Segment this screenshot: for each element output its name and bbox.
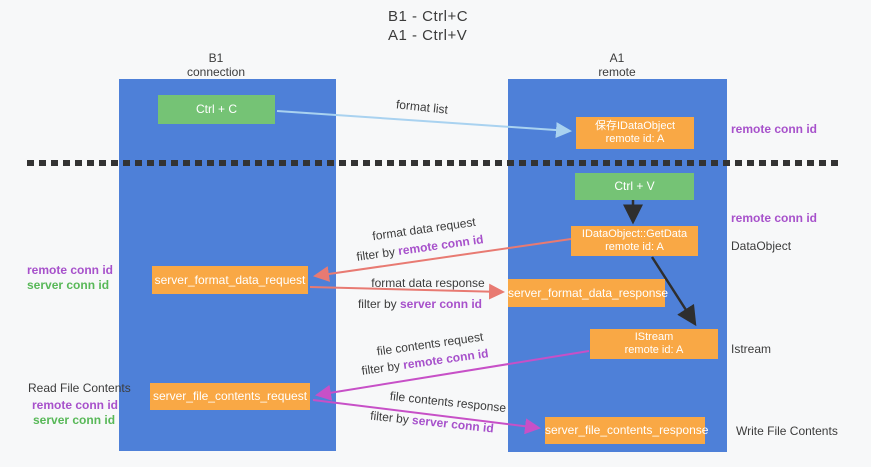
diagram-title: B1 - Ctrl+C A1 - Ctrl+V — [388, 7, 468, 45]
server-conn-id-text-2: server conn id — [399, 297, 483, 311]
server-format-data-request-node[interactable]: server_format_data_request — [152, 266, 308, 294]
getdata-node[interactable]: IDataObject::GetData remote id: A — [571, 226, 698, 256]
save-dataobject-line2: remote id: A — [605, 133, 665, 145]
format-data-response-annotation: format data response — [371, 276, 485, 290]
dataobject-label: DataObject — [731, 239, 792, 253]
column-header-b1: B1 connection — [166, 51, 266, 79]
server-file-contents-request-node[interactable]: server_file_contents_request — [150, 383, 310, 410]
getdata-line1: IDataObject::GetData — [581, 228, 688, 240]
read-file-contents-label: Read File Contents — [28, 381, 131, 395]
server-file-contents-request-label: server_file_contents_request — [152, 389, 308, 403]
istream-line1: IStream — [634, 331, 674, 343]
remote-conn-id-label-left-1: remote conn id — [27, 263, 114, 277]
server-conn-id-text-4: server conn id — [411, 412, 495, 436]
diagram-title-line2: A1 - Ctrl+V — [388, 27, 468, 44]
server-file-contents-response-label: server_file_contents_response — [545, 423, 709, 437]
save-dataobject-node[interactable]: 保存IDataObject remote id: A — [576, 117, 694, 149]
istream-line2: remote id: A — [624, 344, 684, 356]
remote-conn-id-label-right-1: remote conn id — [731, 122, 818, 136]
remote-conn-id-label-right-2: remote conn id — [731, 211, 818, 225]
filter-by-text-1: filter by — [355, 244, 400, 264]
filter-by-server-conn-id-annotation-1: filter by server conn id — [310, 297, 530, 311]
filter-by-text-3: filter by — [360, 358, 405, 378]
getdata-line2: remote id: A — [605, 241, 664, 253]
filter-by-text-4: filter by — [369, 408, 413, 427]
column-header-a1: A1 remote — [567, 51, 667, 79]
server-file-contents-response-node[interactable]: server_file_contents_response — [545, 417, 709, 444]
server-format-data-response-node[interactable]: server_format_data_response — [508, 279, 669, 307]
column-b1-role: connection — [186, 65, 246, 79]
column-a1-name: A1 — [609, 51, 625, 65]
write-file-contents-label: Write File Contents — [736, 424, 838, 438]
istream-label: Istream — [731, 342, 772, 356]
save-dataobject-line1: 保存IDataObject — [594, 120, 676, 132]
ctrl-v-node[interactable]: Ctrl + V — [575, 173, 694, 200]
server-conn-id-label-left-2: server conn id — [33, 413, 116, 427]
remote-conn-id-label-left-2: remote conn id — [32, 398, 119, 412]
column-a1-role: remote — [598, 65, 636, 79]
istream-node[interactable]: IStream remote id: A — [590, 329, 718, 359]
server-format-data-response-label: server_format_data_response — [508, 285, 669, 300]
ctrl-c-node[interactable]: Ctrl + C — [158, 95, 275, 124]
ctrl-c-label: Ctrl + C — [195, 102, 237, 116]
filter-by-text-2: filter by — [357, 297, 400, 311]
diagram-title-line1: B1 - Ctrl+C — [388, 8, 469, 25]
server-conn-id-label-left-1: server conn id — [27, 278, 110, 292]
column-b1-name: B1 — [208, 51, 224, 65]
format-list-annotation: format list — [395, 97, 449, 117]
server-format-data-request-label: server_format_data_request — [154, 272, 306, 287]
ctrl-v-label: Ctrl + V — [614, 179, 655, 193]
